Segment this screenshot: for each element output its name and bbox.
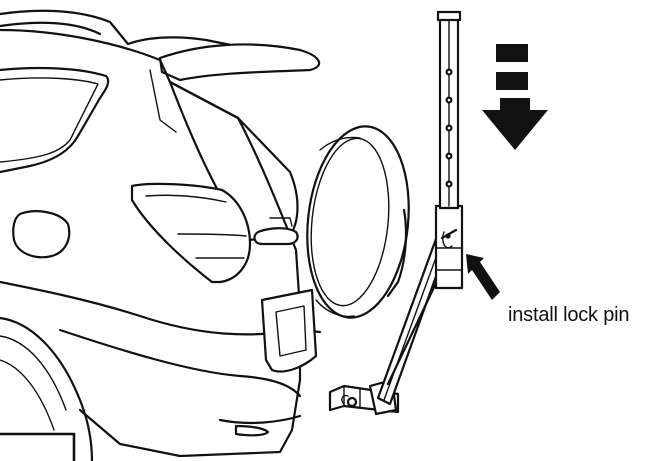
mast-sleeve [434, 204, 464, 290]
bumper-lower [58, 328, 302, 425]
plate-recess-inner [275, 305, 307, 357]
down-arrow-icon [482, 44, 548, 150]
lock-pin-icon [440, 228, 458, 249]
door-handle [253, 217, 299, 246]
mast-adjustment-holes [445, 68, 453, 188]
plate-recess [260, 288, 318, 373]
mast-cap [436, 10, 462, 22]
suv-vehicle [0, 9, 322, 461]
side-window [0, 66, 110, 174]
lock-pin-pointer-arrow [466, 254, 500, 300]
hitch-rack [328, 10, 500, 416]
body-outline [0, 28, 302, 458]
tail-light-segment [145, 194, 247, 259]
inset-frame [0, 432, 76, 461]
install-lock-pin-label: install lock pin [508, 304, 630, 326]
fuel-door [12, 210, 71, 259]
bumper-reflector [234, 424, 270, 437]
hitch-pin-icon [341, 394, 358, 408]
wheel-arch-inner [0, 335, 67, 431]
rear-spoiler [158, 43, 321, 82]
roof-rail [0, 9, 238, 48]
side-window-inner [0, 77, 99, 163]
pillar-line [149, 69, 177, 133]
wheel-arch [0, 316, 94, 461]
spare-tire [306, 125, 410, 319]
tail-light [130, 182, 252, 284]
